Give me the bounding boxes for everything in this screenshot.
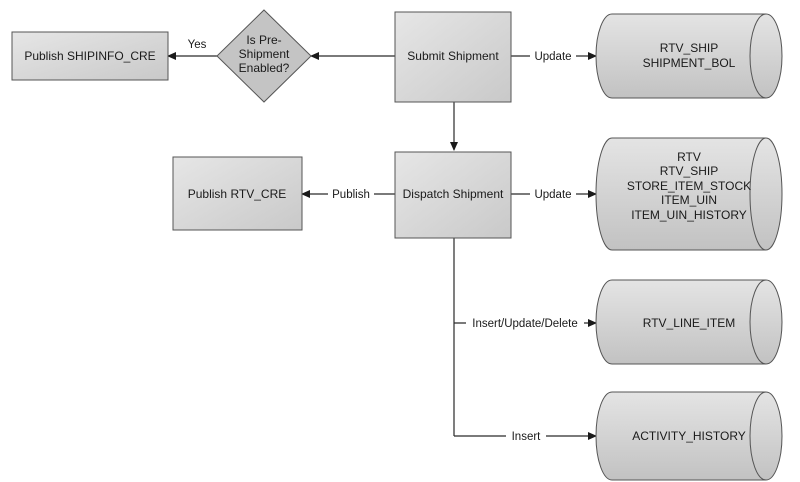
svg-text:Is Pre-: Is Pre- [246,33,281,47]
svg-text:Update: Update [534,189,571,201]
svg-text:RTV_SHIP: RTV_SHIP [660,41,718,55]
svg-text:Submit Shipment: Submit Shipment [407,49,499,63]
node-dispatch-shipment: Dispatch Shipment [394,151,512,239]
svg-text:Publish RTV_CRE: Publish RTV_CRE [188,187,286,201]
svg-text:Yes: Yes [188,39,207,51]
db-rtv-ship-shipment-bol: RTV_SHIP SHIPMENT_BOL [595,13,783,99]
db-activity-history: ACTIVITY_HISTORY [595,391,783,481]
svg-text:Insert/Update/Delete: Insert/Update/Delete [472,318,577,330]
svg-text:RTV: RTV [677,150,701,164]
svg-text:Publish: Publish [332,189,370,201]
svg-text:STORE_ITEM_STOCK: STORE_ITEM_STOCK [627,179,751,193]
svg-text:Shipment: Shipment [239,47,290,61]
svg-text:Update: Update [534,51,571,63]
node-pre-shipment-decision: Is Pre- Shipment Enabled? [216,9,312,103]
svg-text:Insert: Insert [512,431,542,443]
edge-label-update-dispatch: Update [530,186,576,201]
svg-text:ITEM_UIN: ITEM_UIN [661,193,717,207]
edge-label-publish: Publish [328,186,374,201]
svg-text:Dispatch Shipment: Dispatch Shipment [403,187,504,201]
edge-label-yes: Yes [188,39,207,51]
edge-label-insert-update-delete: Insert/Update/Delete [466,315,584,330]
node-publish-shipinfo-cre: Publish SHIPINFO_CRE [11,31,169,81]
svg-text:Enabled?: Enabled? [239,61,290,75]
node-publish-rtv-cre: Publish RTV_CRE [172,156,303,231]
svg-text:ACTIVITY_HISTORY: ACTIVITY_HISTORY [632,429,746,443]
svg-text:RTV_SHIP: RTV_SHIP [660,164,718,178]
db-dispatch-tables: RTV RTV_SHIP STORE_ITEM_STOCK ITEM_UIN I… [595,137,783,251]
db-rtv-line-item: RTV_LINE_ITEM [595,279,783,365]
edge-label-update-ship: Update [530,48,576,63]
svg-text:Publish SHIPINFO_CRE: Publish SHIPINFO_CRE [24,49,155,63]
svg-text:RTV_LINE_ITEM: RTV_LINE_ITEM [643,316,735,330]
node-submit-shipment: Submit Shipment [394,11,512,103]
svg-text:SHIPMENT_BOL: SHIPMENT_BOL [643,56,736,70]
svg-text:ITEM_UIN_HISTORY: ITEM_UIN_HISTORY [631,208,747,222]
edge-label-insert: Insert [506,428,546,443]
